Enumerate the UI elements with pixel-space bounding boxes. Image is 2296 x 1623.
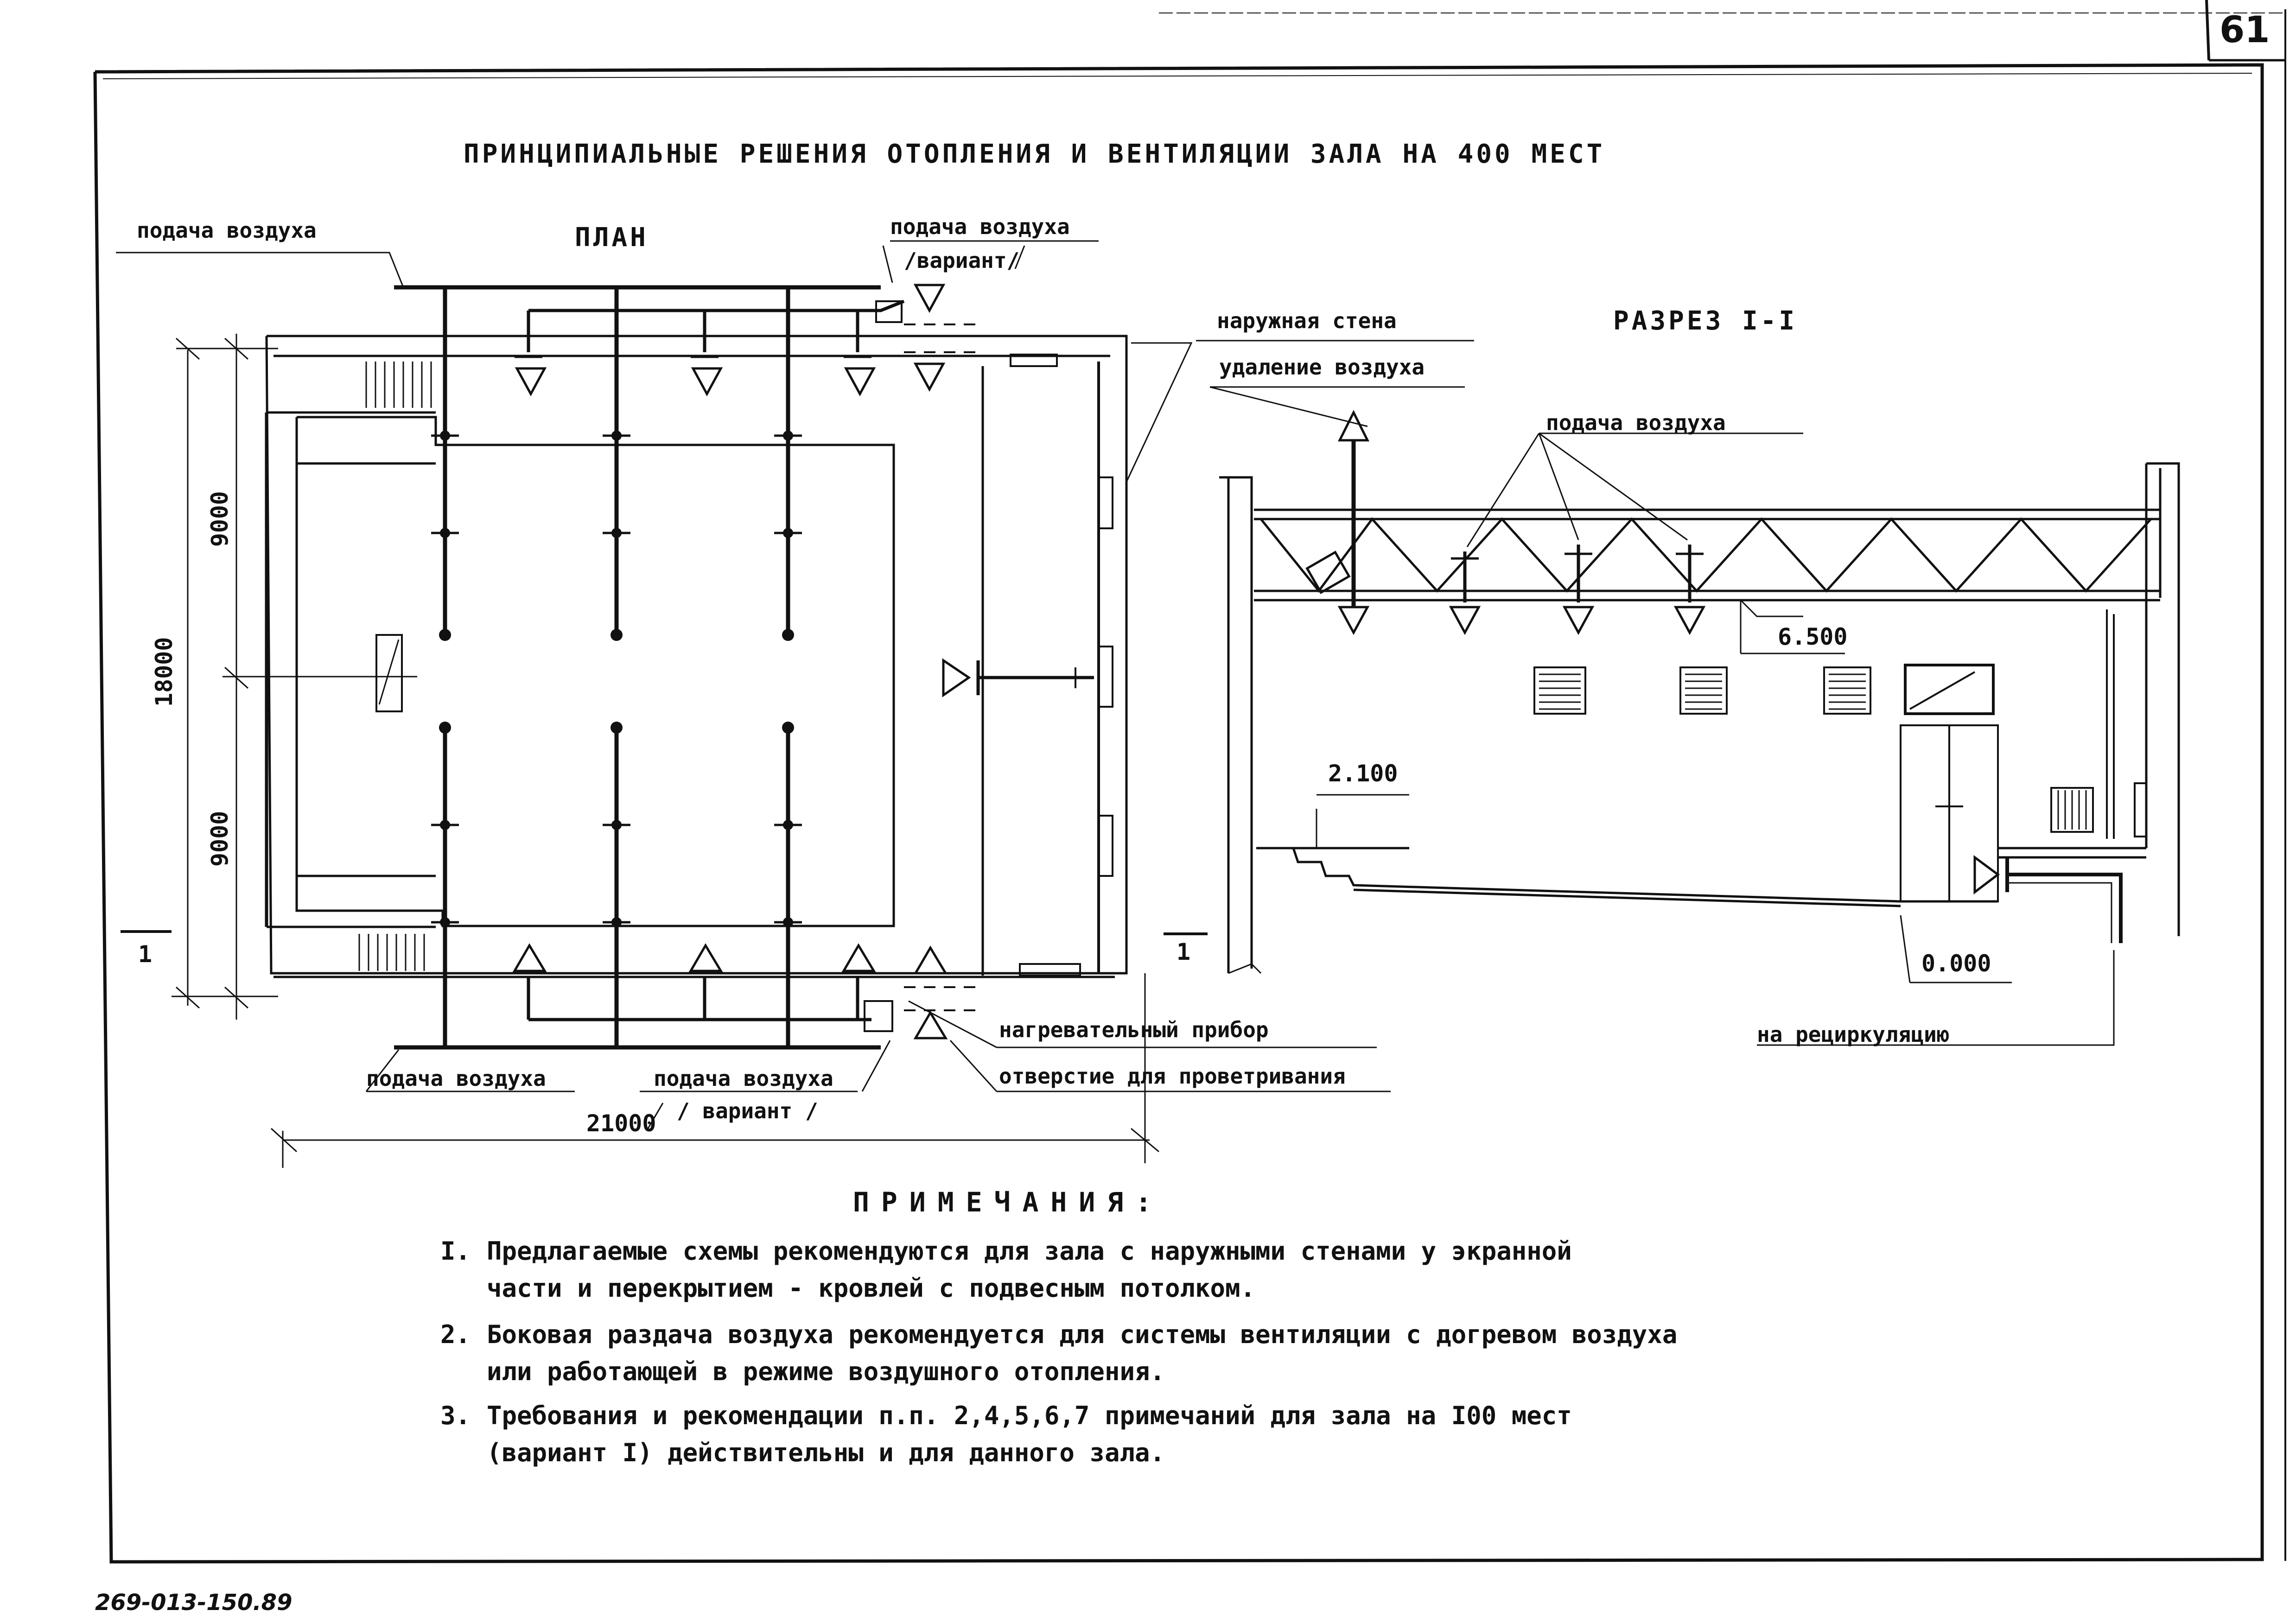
note-3-number: 3. <box>440 1401 471 1430</box>
section-heading: РАЗРЕЗ I-I <box>1613 306 1798 336</box>
dimension-width: 21000 <box>586 1110 656 1137</box>
plan-heading: ПЛАН <box>575 222 649 253</box>
drawing-frame <box>95 0 2285 1562</box>
notes-heading: ПРИМЕЧАНИЯ: <box>853 1186 1164 1218</box>
vent-opening-label: отверстие для проветривания <box>999 1064 1346 1089</box>
recirculation-label: на рециркуляцию <box>1757 1022 1950 1047</box>
supply-label-bottom-right: подача воздуха <box>654 1066 833 1091</box>
note-3-line-2: (вариант I) действительны и для данного … <box>487 1438 1165 1467</box>
variant-label-bottom: / вариант / <box>677 1098 818 1123</box>
outer-wall-label: наружная стена <box>1217 308 1397 333</box>
supply-label-bottom-left: подача воздуха <box>366 1066 546 1091</box>
document-stamp: 269-013-150.89 <box>95 1590 293 1616</box>
note-2-line-1: Боковая раздача воздуха рекомендуется дл… <box>487 1320 1678 1349</box>
dimension-height-total: 18000 <box>151 637 178 707</box>
section-supply-label: подача воздуха <box>1546 410 1726 435</box>
supply-label-top-left: подача воздуха <box>137 218 317 243</box>
section-mark-left: 1 <box>138 941 153 968</box>
note-1-number: I. <box>440 1236 471 1266</box>
page-title: ПРИНЦИПИАЛЬНЫЕ РЕШЕНИЯ ОТОПЛЕНИЯ И ВЕНТИ… <box>464 139 1605 169</box>
variant-label-top: /вариант/ <box>904 248 1020 273</box>
note-2-line-2: или работающей в режиме воздушного отопл… <box>487 1357 1165 1386</box>
elevation-floor: 0.000 <box>1921 950 1991 977</box>
dimension-half-bottom: 9000 <box>206 811 233 867</box>
plan-view <box>116 241 1474 1168</box>
note-1-line-2: части и перекрытием - кровлей с подвесны… <box>487 1274 1256 1303</box>
note-3-line-1: Требования и рекомендации п.п. 2,4,5,6,7… <box>487 1401 1572 1430</box>
elevation-step: 2.100 <box>1328 760 1398 787</box>
elevation-ceiling: 6.500 <box>1778 623 1848 650</box>
exhaust-label: удаление воздуха <box>1219 355 1425 380</box>
section-view <box>1166 412 2179 1045</box>
section-mark-right: 1 <box>1177 938 1191 965</box>
supply-label-top-right: подача воздуха <box>890 214 1070 239</box>
page-number: 61 <box>2220 9 2270 51</box>
note-1-line-1: Предлагаемые схемы рекомендуются для зал… <box>487 1236 1572 1266</box>
heater-label: нагревательный прибор <box>999 1017 1269 1042</box>
note-2-number: 2. <box>440 1320 471 1349</box>
dimension-half-top: 9000 <box>206 491 233 547</box>
